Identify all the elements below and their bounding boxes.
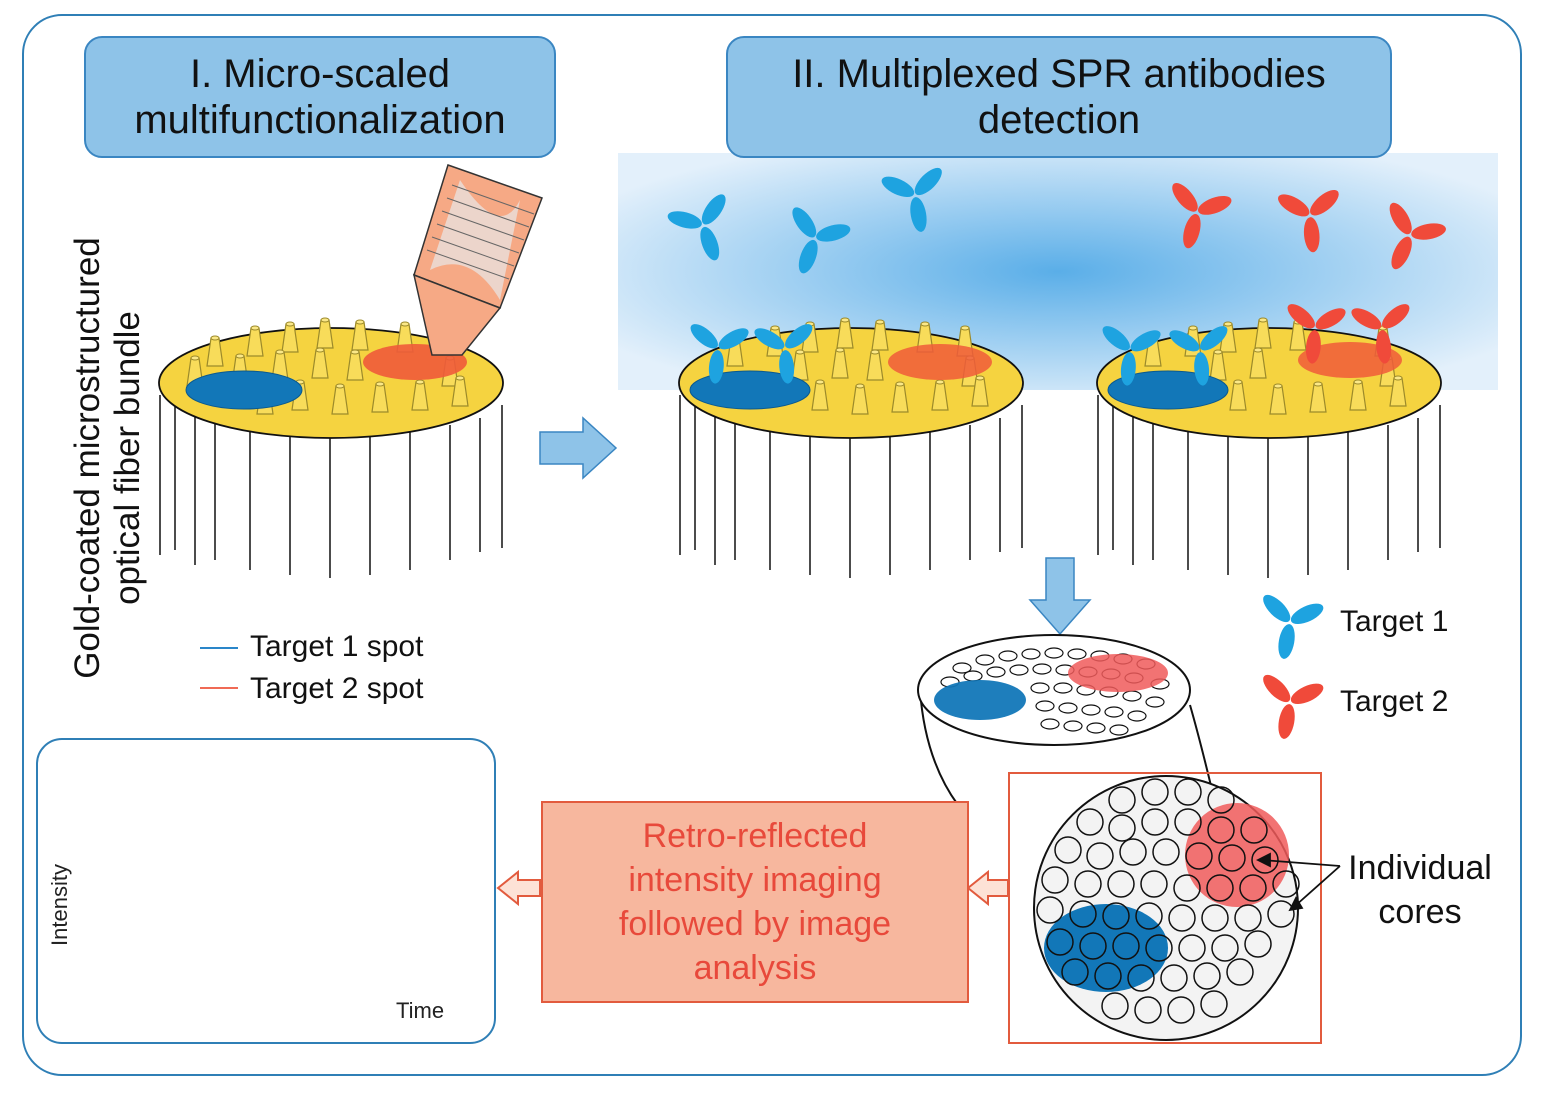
plot-xlabel: Time <box>396 998 445 1023</box>
retro-line2: intensity imaging <box>628 861 882 899</box>
target1-label: Target 1 <box>1340 605 1449 638</box>
fiber-bundle-stage1 <box>158 317 504 578</box>
legend-target2-spot: Target 2 spot <box>250 672 424 705</box>
left-arrow-icon-1 <box>966 869 1009 907</box>
retro-imaging-box: Retro-reflected intensity imaging follow… <box>541 801 969 1003</box>
target2-label: Target 2 <box>1340 685 1449 718</box>
plot-ylabel: Intensity <box>47 864 72 946</box>
fiber-label-line1: Gold-coated microstructured <box>68 236 107 679</box>
left-arrow-icon-2 <box>496 869 541 907</box>
stage1-title-line1: I. Micro-scaled <box>189 52 451 96</box>
cores-line1: Individual <box>1348 849 1492 887</box>
zoom-cross-section <box>1033 775 1341 1041</box>
target2-icon <box>1249 669 1329 745</box>
zoom-box <box>1008 772 1322 1044</box>
stage1-title-line2: multifunctionalization <box>134 98 506 142</box>
retro-line4: analysis <box>693 949 817 987</box>
fiber-cross-section <box>917 634 1213 806</box>
retro-line3: followed by image <box>618 905 892 943</box>
down-arrow-icon <box>1028 557 1092 636</box>
stage2-title-box: II. Multiplexed SPR antibodies detection <box>726 36 1392 158</box>
legend-target1-spot: Target 1 spot <box>250 630 424 663</box>
pipette-icon <box>412 164 543 356</box>
outer-frame <box>22 14 1522 1076</box>
cores-line2: cores <box>1378 893 1462 931</box>
intensity-plot-box <box>36 738 496 1044</box>
stage1-title-box: I. Micro-scaled multifunctionalization <box>84 36 556 158</box>
fiber-label-line2: optical fiber bundle <box>108 310 147 605</box>
fiber-label: Gold-coated microstructured optical fibe… <box>58 230 158 685</box>
individual-cores-label: Individual cores <box>1340 846 1500 934</box>
retro-line1: Retro-reflected <box>642 817 868 855</box>
right-arrow-icon <box>539 416 618 480</box>
target1-icon <box>1249 589 1329 665</box>
fiber-bundle-stage2b <box>1096 317 1442 578</box>
stage2-title-line2: detection <box>977 98 1141 142</box>
stage2-title-line1: II. Multiplexed SPR antibodies <box>792 52 1326 96</box>
fiber-bundle-stage2a <box>678 317 1024 578</box>
